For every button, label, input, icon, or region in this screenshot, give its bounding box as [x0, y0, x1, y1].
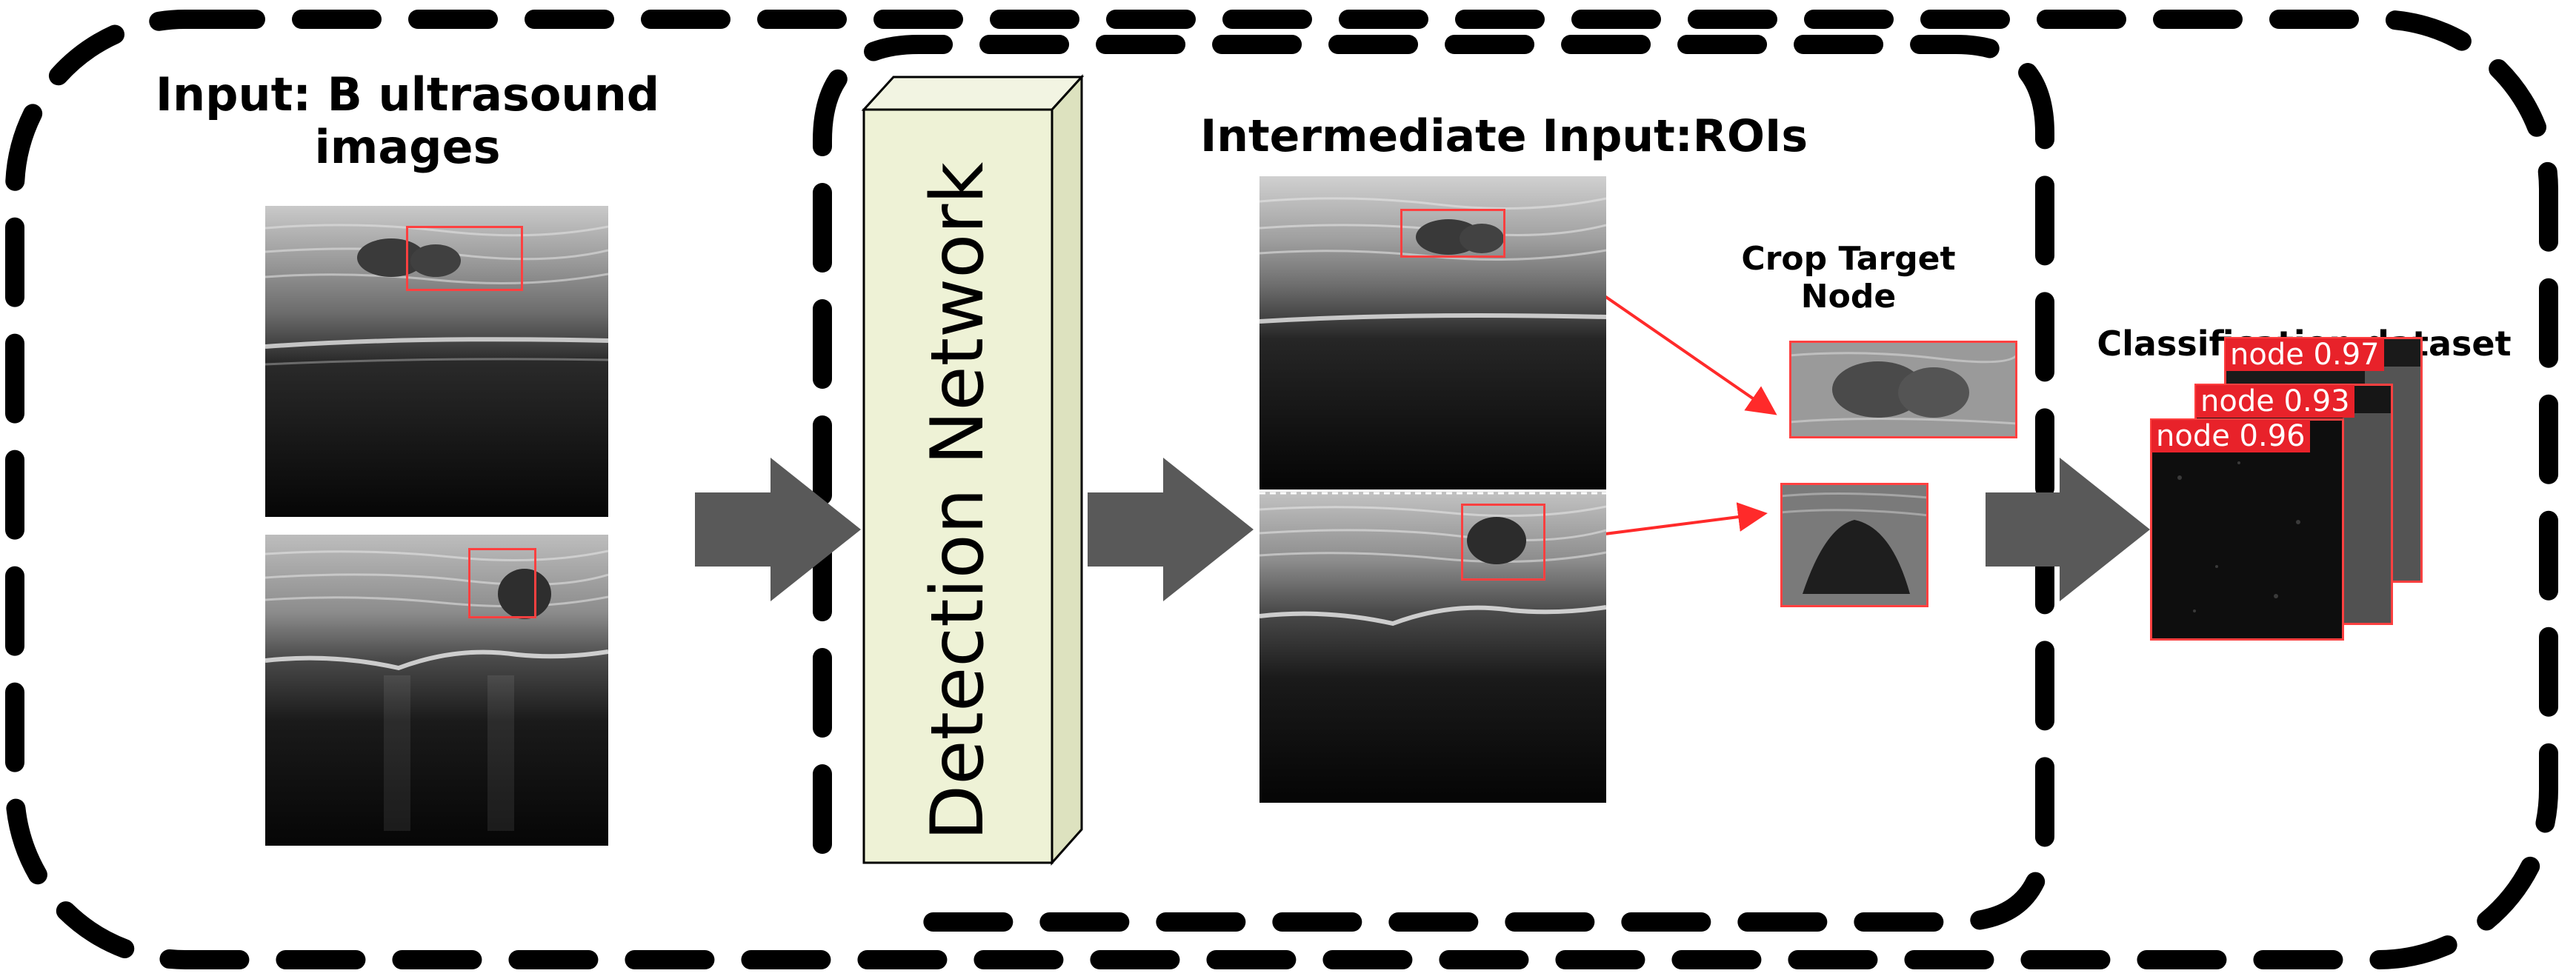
roi-box-2 [1461, 504, 1545, 581]
cropped-node-box-2 [1780, 483, 1928, 607]
confidence-tag-middle: node 0.93 [2196, 385, 2354, 418]
cropped-node-image-2 [1780, 483, 1928, 607]
roi-box-1 [1400, 209, 1505, 258]
cropped-node-image-1 [1789, 341, 2017, 438]
input-ultrasound-image-1 [265, 206, 608, 517]
dataset-image-front [2150, 418, 2344, 641]
inner-dashed-region [813, 35, 2054, 932]
crop-label: Crop Target Node [1741, 240, 1956, 315]
input-roi-box-1 [406, 226, 523, 291]
detection-network-block [861, 74, 1085, 866]
flow-arrow-2 [1088, 458, 1254, 601]
roi-ultrasound-image-1 [1259, 176, 1606, 490]
input-label: Input: B ultrasound images [155, 67, 660, 175]
block-front-face [862, 108, 1054, 864]
roi-ultrasound-image-2 [1259, 492, 1606, 803]
detection-network-label: Detection Network [916, 161, 1000, 841]
flow-arrow-3 [1986, 458, 2150, 601]
block-side-face [1051, 74, 1083, 866]
confidence-tag-front: node 0.96 [2151, 420, 2310, 452]
confidence-tag-back: node 0.97 [2226, 338, 2384, 371]
input-roi-box-2 [468, 548, 536, 618]
outer-dashed-region [5, 10, 2558, 969]
dataset-box-front [2150, 418, 2344, 641]
input-ultrasound-image-2 [265, 535, 608, 846]
cropped-node-box-1 [1789, 341, 2017, 438]
block-top-face [861, 76, 1085, 111]
flow-arrow-1 [695, 458, 861, 601]
intermediate-label: Intermediate Input:ROIs [1199, 110, 1808, 162]
